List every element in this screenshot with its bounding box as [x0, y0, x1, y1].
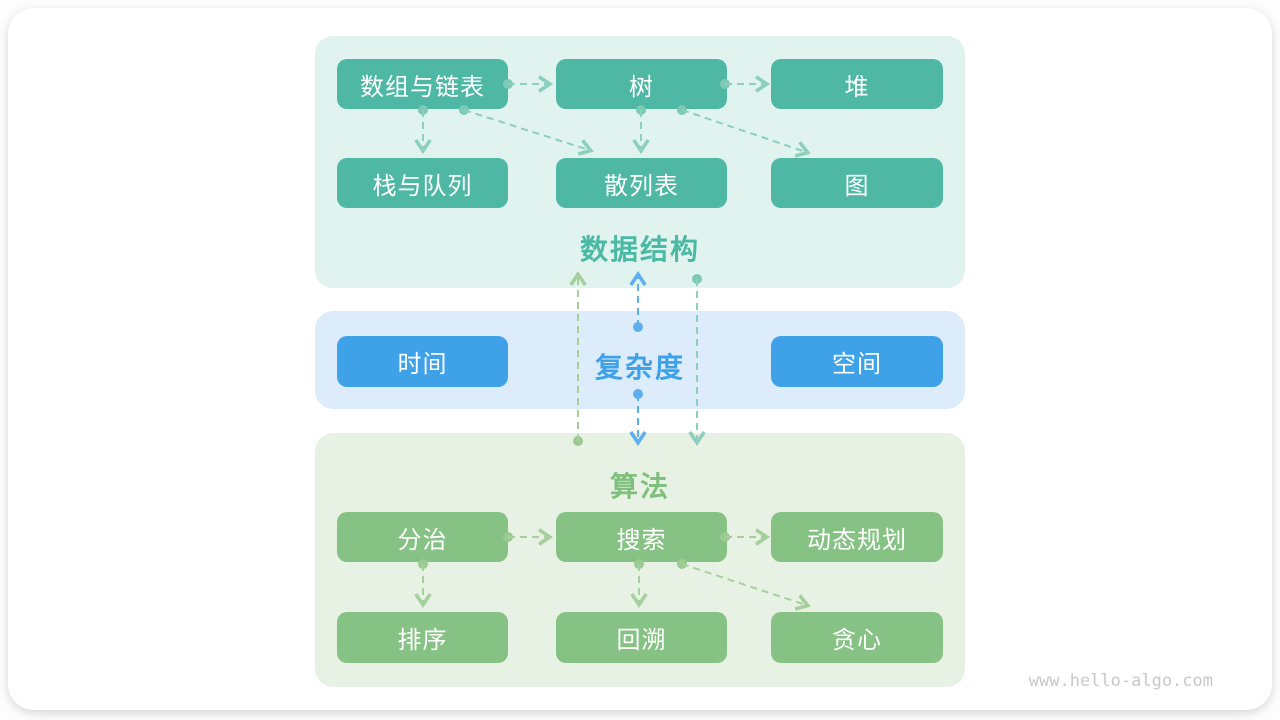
node-arrays-linked-lists: 数组与链表: [337, 59, 508, 109]
node-tree: 树: [556, 59, 727, 109]
node-space: 空间: [771, 336, 943, 387]
node-hash-table: 散列表: [556, 158, 727, 208]
watermark: www.hello-algo.com: [1028, 671, 1213, 691]
algorithms-title: 算法: [609, 471, 670, 502]
complexity-title: 复杂度: [594, 352, 685, 383]
node-time: 时间: [337, 336, 508, 387]
node-backtracking: 回溯: [556, 612, 727, 663]
node-heap: 堆: [771, 59, 943, 109]
node-divide-conquer: 分治: [337, 512, 508, 562]
data-structures-title: 数据结构: [579, 234, 700, 265]
node-graph: 图: [771, 158, 943, 208]
node-greedy: 贪心: [771, 612, 943, 663]
node-stacks-queues: 栈与队列: [337, 158, 508, 208]
node-dynamic-programming: 动态规划: [771, 512, 943, 562]
node-sorting: 排序: [337, 612, 508, 663]
node-search: 搜索: [556, 512, 727, 562]
